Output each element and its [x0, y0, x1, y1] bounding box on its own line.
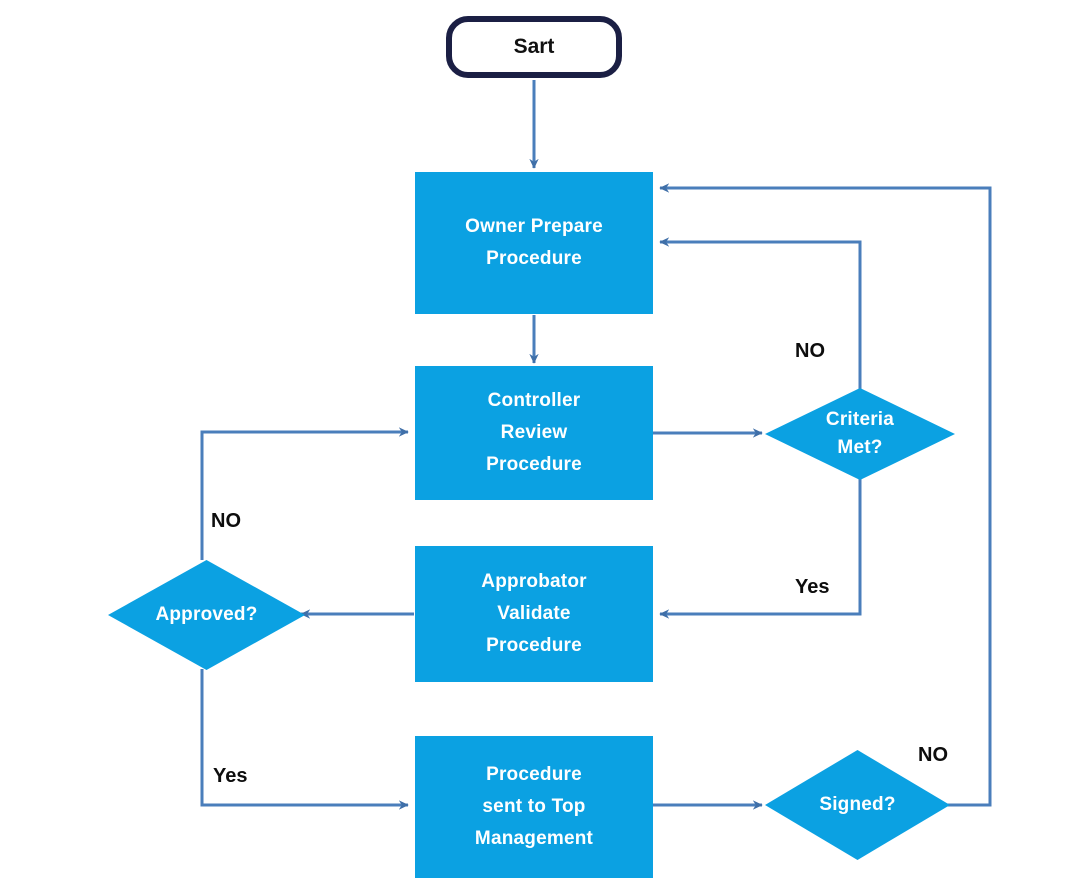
edge-approved-no-to-controller	[200, 427, 409, 560]
node-text-line-1: Owner Prepare	[465, 216, 603, 237]
diamond-shape-icon	[108, 560, 305, 670]
edge-label-approved-no: NO	[211, 510, 241, 532]
node-text-line-3: Procedure	[486, 454, 582, 475]
node-text-line-1: Signed?	[819, 794, 896, 815]
node-text-line-2: sent to Top	[482, 796, 586, 817]
node-procedure-sent-to-top-management[interactable]: Procedure sent to Top Management	[415, 736, 653, 878]
node-controller-review-procedure[interactable]: Controller Review Procedure	[415, 366, 653, 500]
node-controller-review-procedure-text: Controller Review Procedure	[486, 385, 582, 481]
node-criteria-met-decision[interactable]: Criteria Met?	[765, 388, 955, 480]
diamond-shape-icon	[765, 388, 955, 480]
node-text-line-2: Review	[500, 422, 568, 443]
node-owner-prepare-procedure[interactable]: Owner Prepare Procedure	[415, 172, 653, 314]
node-text-line-1: Controller	[487, 390, 581, 411]
node-start-label: Sart	[513, 35, 555, 58]
node-text-line-2: Met?	[837, 437, 883, 458]
node-text-line-2: Procedure	[486, 248, 582, 269]
node-owner-prepare-procedure-text: Owner Prepare Procedure	[465, 211, 603, 275]
node-approbator-validate-procedure[interactable]: Approbator Validate Procedure	[415, 546, 653, 682]
node-text-line-1: Procedure	[486, 764, 582, 785]
node-criteria-met-decision-text: Criteria Met?	[765, 388, 955, 480]
node-approved-decision-text: Approved?	[108, 560, 305, 670]
node-approbator-validate-procedure-text: Approbator Validate Procedure	[481, 566, 586, 662]
node-text-line-1: Approbator	[481, 571, 587, 592]
edge-label-criteria-yes: Yes	[795, 576, 830, 598]
edge-signed-no-to-owner	[659, 183, 992, 807]
edge-label-signed-no: NO	[918, 744, 948, 766]
edge-label-criteria-no: NO	[795, 340, 825, 362]
node-procedure-sent-to-top-management-text: Procedure sent to Top Management	[475, 759, 593, 855]
node-text-line-3: Management	[474, 828, 594, 849]
node-text-line-1: Approved?	[155, 604, 258, 625]
node-text-line-1: Criteria	[825, 409, 895, 430]
node-approved-decision[interactable]: Approved?	[108, 560, 305, 670]
node-signed-decision[interactable]: Signed?	[765, 750, 950, 860]
edge-criteria-no-to-owner	[659, 237, 862, 389]
diamond-shape-icon	[765, 750, 950, 860]
edge-label-approved-yes: Yes	[213, 765, 248, 787]
node-text-line-2: Validate	[497, 603, 571, 624]
edge-criteria-yes-to-approbator	[659, 478, 862, 619]
node-start[interactable]: Sart	[446, 16, 622, 78]
node-text-line-3: Procedure	[486, 635, 582, 656]
node-signed-decision-text: Signed?	[765, 750, 950, 860]
